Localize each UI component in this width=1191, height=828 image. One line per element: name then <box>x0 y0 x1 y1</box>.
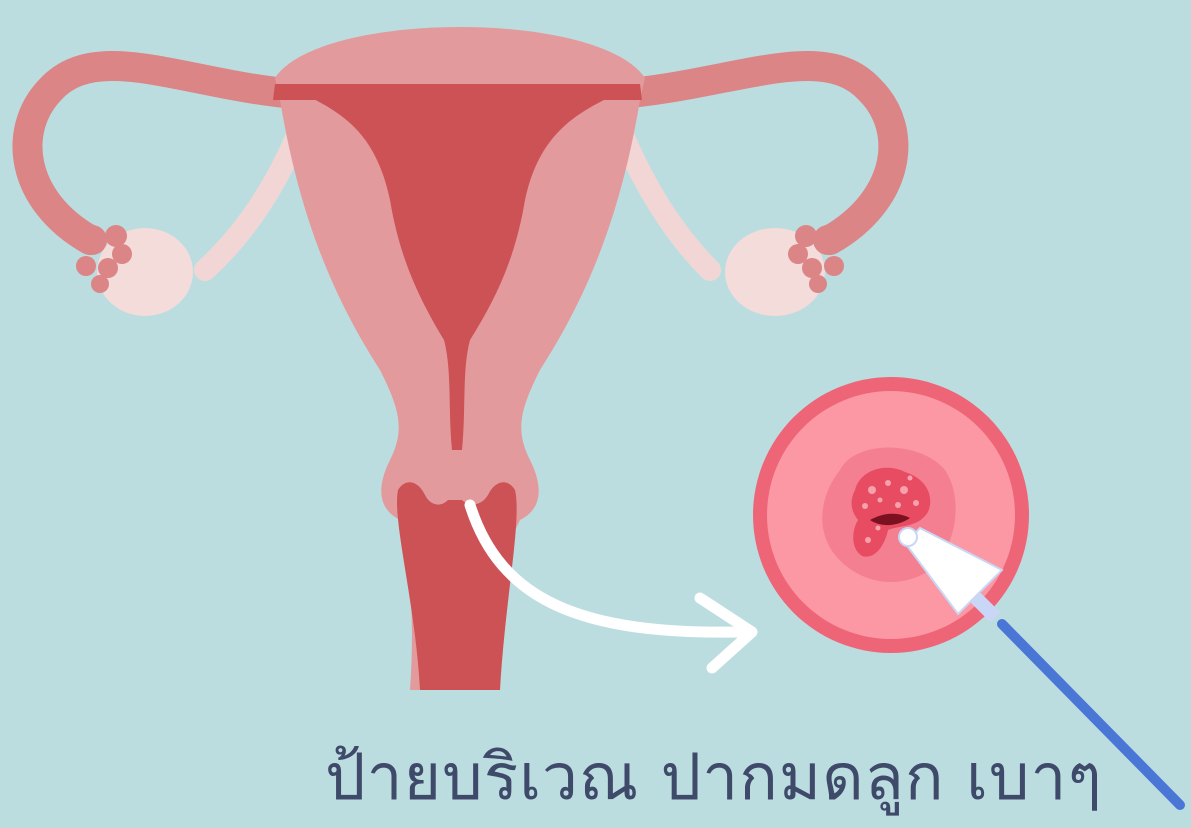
caption-text: ป้ายบริเวณ ปากมดลูก เบาๆ <box>325 726 1103 828</box>
left-ligament <box>205 140 295 270</box>
right-ligament <box>625 140 710 270</box>
fundus-band <box>273 84 642 100</box>
